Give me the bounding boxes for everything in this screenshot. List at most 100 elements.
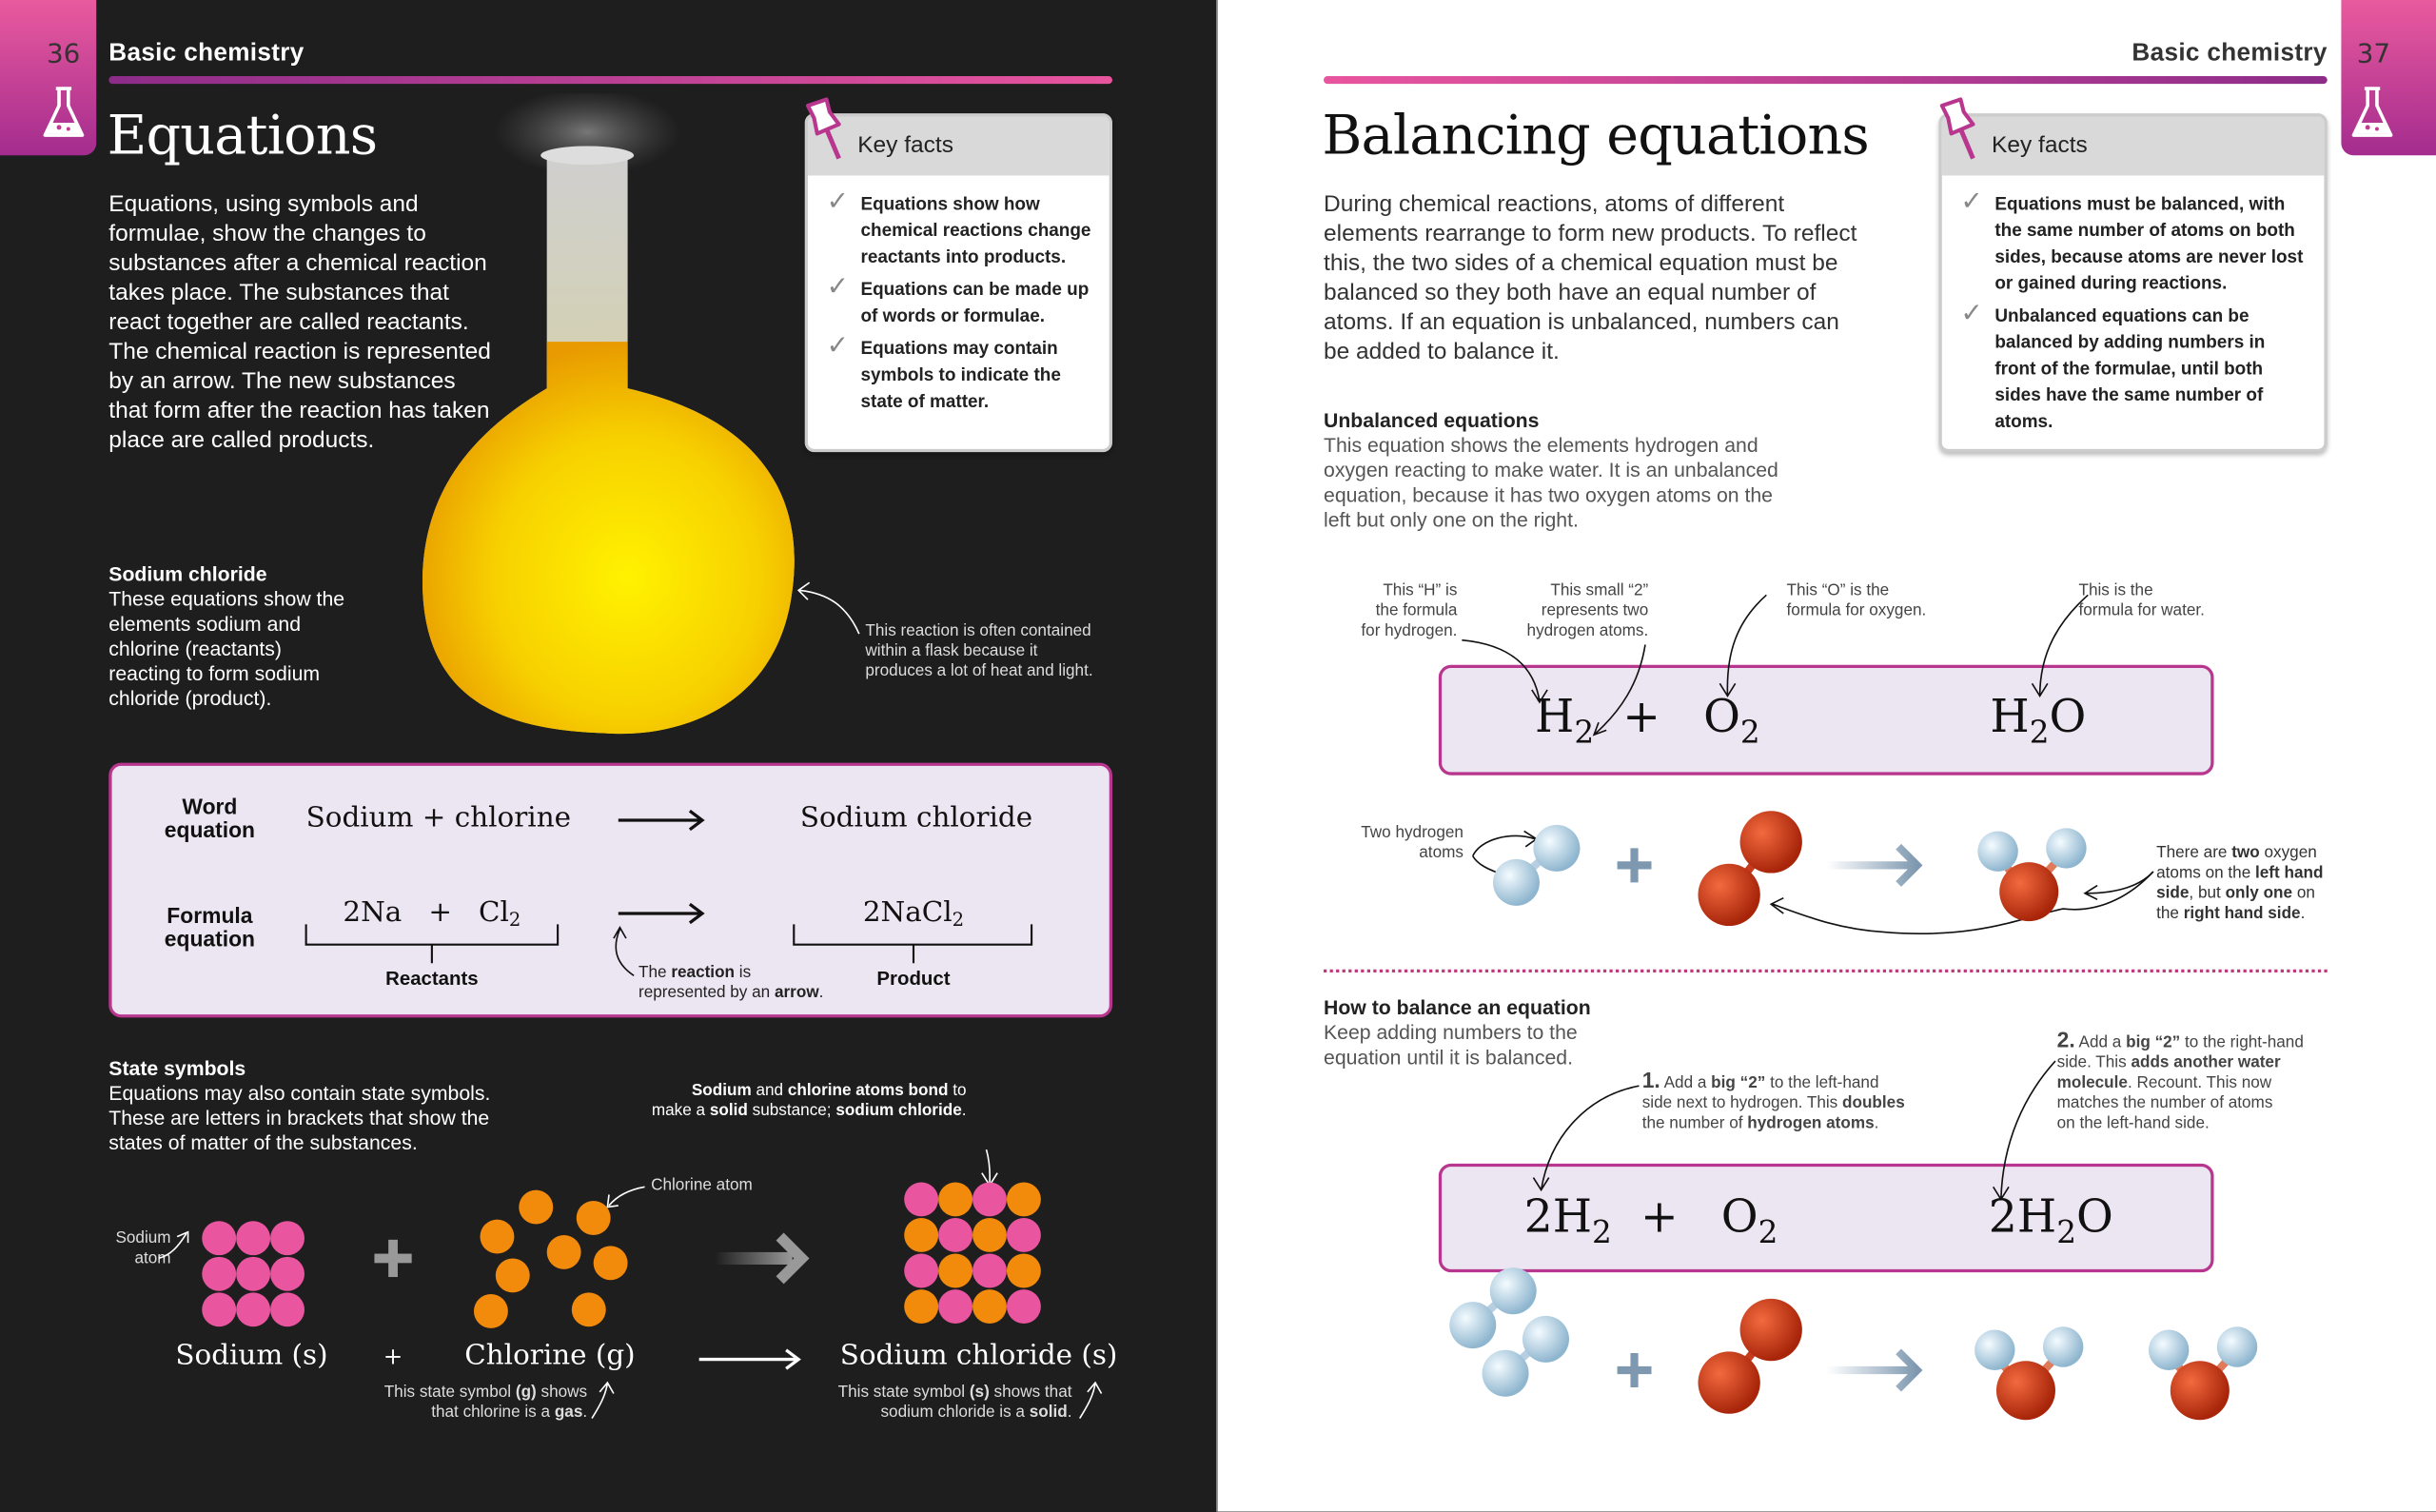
text-segment: oxygen atoms on the <box>2156 843 2317 883</box>
page-number: 36 <box>46 38 81 70</box>
nacl-state-label: Sodium chloride (s) <box>839 1339 1118 1372</box>
key-fact-item: ✓ Equations may contain symbols to indica… <box>823 332 1093 415</box>
balanced-product: 2H2O <box>1989 1190 2113 1251</box>
text-segment: gas <box>554 1403 583 1422</box>
sodium-label-arrow <box>158 1230 189 1260</box>
plus-icon <box>1617 848 1652 883</box>
formula-equation-label: Formula equation <box>164 902 256 952</box>
arrow-right-icon <box>618 902 705 925</box>
small-two-note: This small “2” represents two hydrogen a… <box>1526 580 1649 640</box>
solid-note: This state symbol (s) shows that sodium … <box>823 1383 1072 1423</box>
text-segment: O <box>2076 1189 2113 1244</box>
subscript: 2 <box>508 909 521 931</box>
section-heading: Sodium chloride <box>108 562 267 586</box>
gas-note-arrow <box>591 1381 615 1420</box>
balanced-equation-box <box>1438 1163 2214 1273</box>
pushpin-icon <box>805 97 841 160</box>
sodium-atom <box>972 1253 1007 1288</box>
text-segment: is represented by an <box>638 963 771 1003</box>
text-segment: H <box>1990 689 2030 743</box>
subscript: 2 <box>952 909 965 931</box>
text-segment: 2. <box>2056 1027 2075 1052</box>
arrow-right-icon <box>1826 843 1923 887</box>
sodium-atom <box>236 1292 271 1327</box>
text-segment: and <box>751 1081 788 1100</box>
word-equation-reactants: Sodium + chlorine <box>305 801 572 835</box>
product-bracket <box>793 924 1033 964</box>
key-facts-heading: Key facts <box>807 116 1110 176</box>
chlorine-atom <box>571 1292 606 1327</box>
hydrogen-atom <box>1492 858 1540 906</box>
text-segment: Add a <box>2074 1032 2127 1052</box>
chlorine-atom <box>519 1189 554 1225</box>
word-equation-label: Word equation <box>164 794 256 842</box>
reactants-label: Reactants <box>385 968 479 990</box>
chlorine-atom <box>972 1217 1007 1252</box>
text-segment: , but <box>2189 883 2226 903</box>
text-segment: + O <box>1611 1189 1758 1244</box>
header-rule <box>108 75 1112 85</box>
sodium-atom <box>938 1289 973 1325</box>
hydrogen-atom <box>1522 1315 1569 1363</box>
text-segment: There are <box>2156 843 2232 863</box>
text-segment: shows that chlorine is a <box>431 1383 588 1422</box>
text-segment: substance; <box>747 1101 836 1121</box>
checkmark-icon: ✓ <box>826 330 849 361</box>
key-fact-item: ✓Equations must be balanced, with the sa… <box>1957 188 2308 297</box>
key-facts-heading: Key facts <box>1941 116 2325 176</box>
plus-label: + <box>383 1342 403 1370</box>
key-fact-text: Equations show how chemical reactions ch… <box>860 194 1091 267</box>
text-segment: shows that sodium chloride is a <box>880 1383 1072 1422</box>
key-facts-box: Key facts ✓Equations must be balanced, w… <box>1938 113 2328 453</box>
chlorine-atom <box>495 1258 530 1293</box>
oxygen-atom <box>2170 1361 2230 1421</box>
text-segment: big “2” <box>1711 1073 1766 1092</box>
sodium-atom <box>1006 1289 1041 1325</box>
formula-reactants: 2Na + Cl2 <box>306 896 558 931</box>
text-segment: 2Na + Cl <box>343 896 509 930</box>
subscript: 2 <box>1758 1213 1778 1251</box>
key-fact-text: Equations must be balanced, with the sam… <box>1994 194 2304 294</box>
oxygen-count-note: There are two oxygen atoms on the left h… <box>2156 844 2323 925</box>
text-segment: This state symbol <box>383 1383 516 1402</box>
key-fact-text: Equations may contain symbols to indicat… <box>860 338 1061 412</box>
molecule-diagrams <box>1449 594 2258 1421</box>
text-segment: solid <box>709 1101 748 1121</box>
key-fact-item: ✓Unbalanced equations can be balanced by… <box>1957 300 2308 435</box>
state-symbols-diagram <box>158 1149 1103 1420</box>
oxygen-atom <box>1739 811 1802 874</box>
hydrogen-atom <box>1449 1302 1497 1349</box>
subscript: 2 <box>1574 713 1595 751</box>
text-segment: . Recount. This now matches the number o… <box>2056 1073 2273 1133</box>
subscript: 2 <box>1592 1213 1612 1251</box>
hydrogen-atom <box>2216 1326 2258 1367</box>
chlorine-atom <box>938 1182 973 1217</box>
step-2-note: 2. Add a big “2” to the right-hand side.… <box>2056 1027 2304 1133</box>
section-text: Equations may also contain state symbols… <box>108 1081 491 1155</box>
text-segment: the number of <box>1641 1113 1743 1133</box>
text-segment: right hand side <box>2183 904 2301 923</box>
key-fact-item: ✓Equations can be made up of words or fo… <box>823 273 1093 330</box>
sodium-atom <box>1006 1217 1041 1252</box>
hydrogen-atom <box>1489 1267 1537 1315</box>
sodium-atom <box>236 1256 271 1291</box>
page-title: Balancing equations <box>1322 106 1869 168</box>
text-segment: chlorine atoms bond <box>787 1081 949 1100</box>
equation-box-graphics <box>304 809 1033 976</box>
plus-icon <box>374 1239 412 1278</box>
text-segment: 2H <box>1523 1189 1593 1244</box>
chlorine-atom <box>593 1246 628 1281</box>
text-segment: 2NaCl <box>862 896 953 930</box>
annotation-arrow <box>796 581 860 635</box>
chlorine-atom <box>904 1289 939 1325</box>
sodium-atom <box>202 1256 237 1291</box>
flask-icon <box>2351 87 2393 137</box>
text-segment: . <box>1067 1403 1072 1422</box>
text-segment: Sodium <box>691 1081 752 1100</box>
section-heading: Unbalanced equations <box>1324 408 1540 432</box>
sodium-state-label: Sodium (s) <box>175 1339 328 1372</box>
sodium-atom <box>270 1292 304 1327</box>
solid-note-arrow <box>1078 1381 1103 1420</box>
flask-photo <box>422 92 795 735</box>
text-segment: two <box>2231 843 2260 863</box>
